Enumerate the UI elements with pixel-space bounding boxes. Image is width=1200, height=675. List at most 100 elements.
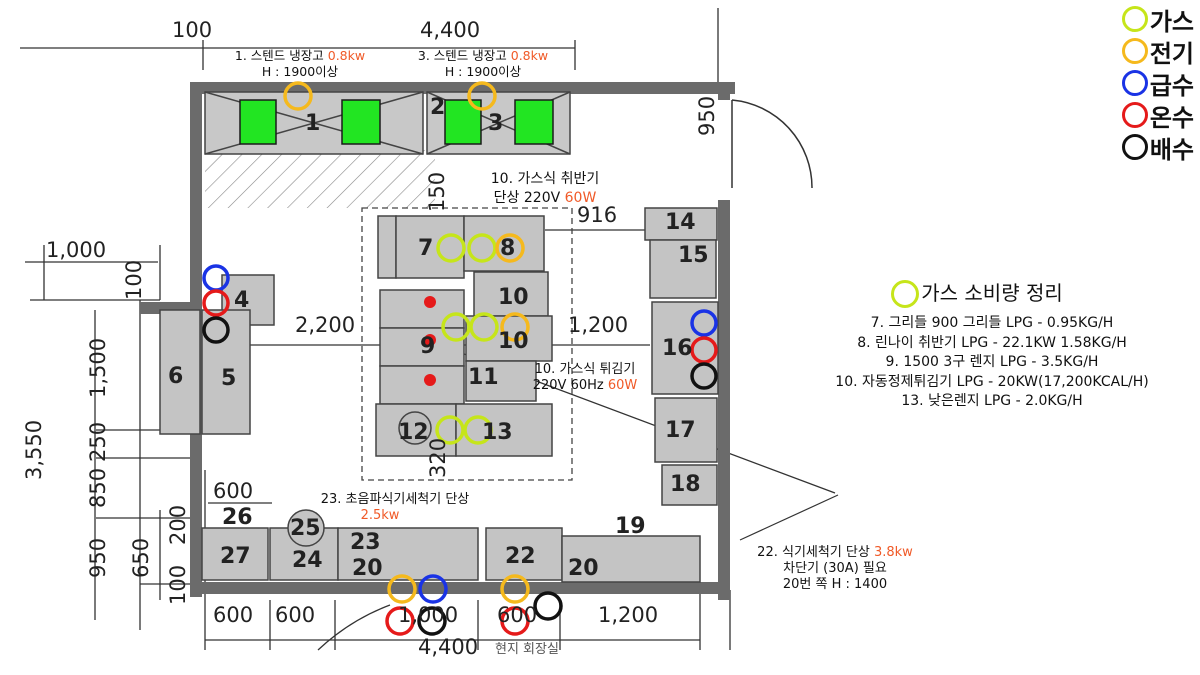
note-ultrasonic-power: 2.5kw (360, 508, 400, 523)
item-5: 5 (221, 366, 237, 391)
item-3: 3 (488, 111, 504, 136)
dim-1500: 1,500 (86, 337, 110, 398)
note-fridge-1: 1. 스텐드 냉장고 0.8kw H : 1900이상 (210, 48, 390, 80)
item-26: 26 (222, 505, 253, 530)
dim-150: 150 (425, 171, 449, 212)
note-fridge-3-name: 3. 스텐드 냉장고 (417, 48, 507, 63)
left-equipment (159, 274, 275, 435)
legend-drain-ring (1121, 134, 1148, 160)
note-ultrasonic-line1: 23. 초음파식기세척기 단상 (320, 492, 470, 507)
legend-drain: 배수 (1121, 130, 1194, 164)
note-fryer-line2: 220V 60Hz (532, 378, 604, 393)
legend-hot-water-label: 온수 (1149, 103, 1194, 132)
item-6: 6 (168, 364, 184, 389)
gas-summary-title: 가스 소비량 정리 (762, 280, 1192, 308)
item-24: 24 (292, 548, 323, 573)
item-18: 18 (670, 472, 701, 497)
item-1: 1 (305, 111, 321, 136)
ultrasonic-tank (287, 509, 325, 547)
note-fryer: 10. 가스식 튀김기 220V 60Hz 60W (515, 362, 655, 394)
legend-gas-ring (1121, 6, 1148, 32)
gas-summary-line: 7. 그리들 900 그리들 LPG - 0.95KG/H (870, 315, 1114, 331)
item-4: 4 (234, 288, 250, 313)
item-9: 9 (420, 334, 436, 359)
item-13: 13 (482, 420, 513, 445)
dim-2200: 2,200 (295, 313, 356, 337)
gas-summary-line: 10. 자동정제튀김기 LPG - 20KW(17,200KCAL/H) (835, 373, 1149, 390)
legend-electric-label: 전기 (1149, 39, 1194, 68)
item-2: 2 (430, 95, 446, 120)
item-10-lower: 10 (498, 329, 529, 354)
note-fryer-line1: 10. 가스식 튀김기 (534, 362, 636, 377)
note-fryer-power: 60W (607, 378, 638, 393)
note-dishwasher-power: 3.8kw (873, 545, 913, 560)
gas-summary-line: 13. 낮은렌지 LPG - 2.0KG/H (901, 393, 1083, 409)
gas-summary: 가스 소비량 정리 7. 그리들 900 그리들 LPG - 0.95KG/H … (792, 280, 1192, 412)
note-dishwasher: 22. 식기세척기 단상 3.8kw 차단기 (30A) 필요 20번 쪽 H … (735, 545, 935, 593)
item-8: 8 (500, 236, 516, 261)
item-16: 16 (662, 336, 693, 361)
dim-950: 950 (695, 95, 719, 136)
legend-water-supply: 급수 (1121, 66, 1194, 100)
note-dishwasher-line1: 22. 식기세척기 단상 (757, 545, 870, 560)
note-rice-line1: 10. 가스식 취반기 (490, 171, 600, 187)
dim-100: 100 (122, 259, 146, 300)
fridge-1 (204, 91, 424, 155)
dim-200: 200 (166, 504, 190, 545)
item-19: 19 (615, 514, 646, 539)
item-20-left: 20 (352, 556, 383, 581)
note-fridge-3-height: H : 1900이상 (444, 64, 522, 79)
item-14: 14 (665, 210, 696, 235)
dim-top-4400: 4,400 (420, 18, 481, 42)
note-rice-line2: 단상 220V (493, 190, 561, 206)
legend-electric: 전기 (1121, 34, 1194, 68)
dim-850: 850 (86, 467, 110, 508)
dim-650: 650 (129, 537, 153, 578)
note-rice-cooker: 10. 가스식 취반기 단상 220V 60W (470, 170, 620, 208)
utility-markers (202, 81, 718, 636)
right-equipment (644, 207, 719, 506)
note-fridge-1-power: 0.8kw (327, 48, 366, 63)
island-outline (361, 207, 573, 481)
note-dishwasher-line2: 차단기 (30A) 필요 (783, 561, 887, 576)
legend-water-supply-ring (1121, 70, 1148, 96)
item-27: 27 (220, 544, 251, 569)
dim-916: 916 (577, 203, 618, 227)
dim-bottom-1000: 1,000 (398, 603, 459, 627)
legend-water-supply-label: 급수 (1149, 71, 1194, 100)
item-15: 15 (678, 243, 709, 268)
dim-100-lower: 100 (166, 564, 190, 605)
dim-320: 320 (426, 437, 450, 478)
dim-600-upper: 600 (213, 479, 254, 503)
legend-hot-water-ring (1121, 102, 1148, 128)
room-label: 현지 회장실 (495, 642, 559, 657)
dim-bottom-600b: 600 (275, 603, 316, 627)
note-ultrasonic: 23. 초음파식기세척기 단상 2.5kw (290, 492, 500, 524)
legend-hot-water: 온수 (1121, 98, 1194, 132)
item-10-upper: 10 (498, 285, 529, 310)
dim-top-100: 100 (172, 18, 213, 42)
note-rice-power: 60W (564, 190, 597, 206)
note-fridge-3: 3. 스텐드 냉장고 0.8kw H : 1900이상 (398, 48, 568, 80)
item-11: 11 (468, 365, 499, 390)
gas-summary-line: 9. 1500 3구 렌지 LPG - 3.5KG/H (885, 354, 1099, 370)
legend-electric-ring (1121, 38, 1148, 64)
gas-summary-line: 8. 린나이 취반기 LPG - 22.1KW 1.58KG/H (857, 334, 1127, 351)
dim-bottom-4400: 4,400 (418, 635, 479, 659)
gas-summary-title-text: 가스 소비량 정리 (921, 281, 1063, 306)
legend-gas: 가스 (1121, 2, 1194, 36)
dim-bottom-600c: 600 (497, 603, 538, 627)
item-17: 17 (665, 418, 696, 443)
dim-1200-right: 1,200 (568, 313, 629, 337)
legend-drain-label: 배수 (1149, 135, 1194, 164)
hatched-area (205, 150, 435, 208)
dim-950-lower: 950 (86, 537, 110, 578)
door-opening (718, 100, 732, 200)
gas-summary-ring (891, 280, 920, 308)
note-fridge-1-name: 1. 스텐드 냉장고 (234, 48, 324, 63)
legend-gas-label: 가스 (1149, 7, 1194, 36)
item-20-right: 20 (568, 556, 599, 581)
item-22: 22 (505, 544, 536, 569)
item-25: 25 (290, 516, 321, 541)
